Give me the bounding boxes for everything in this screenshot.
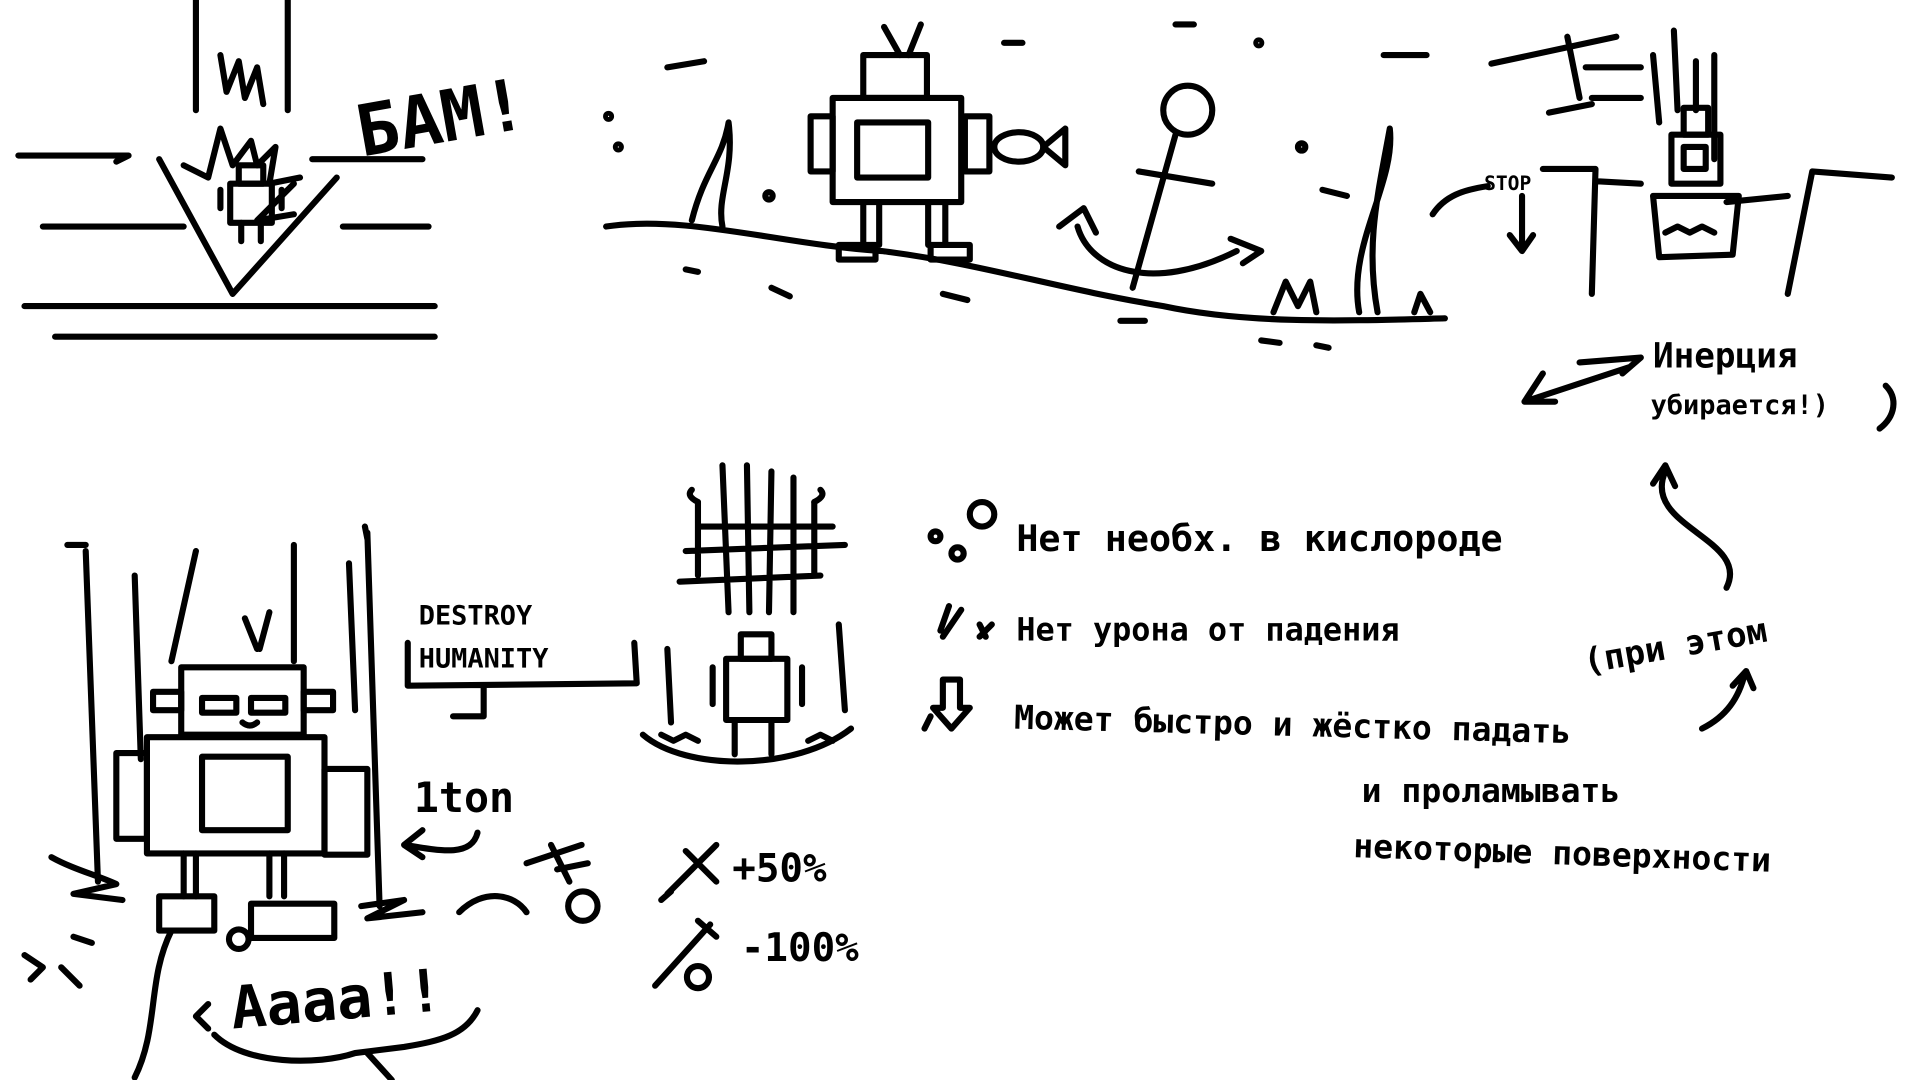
ability-1: Нет необх. в кислороде (1016, 517, 1502, 560)
inertia-line-2: убирается!) (1651, 390, 1829, 421)
shield-icon (652, 917, 720, 992)
impact-sound-text: БАМ! (350, 62, 533, 173)
fish-icon (991, 125, 1069, 169)
ability-3-continued-2: некоторые поверхности (1353, 826, 1772, 880)
sign-line-1: DESTROY (419, 600, 533, 631)
stop-label: STOP (1484, 172, 1531, 195)
seaweed (688, 119, 1434, 316)
scream-text: Аааа!! (228, 955, 445, 1042)
sign-line-2: HUMANITY (419, 643, 549, 674)
weight-arrow (401, 827, 481, 861)
destroy-humanity-sign: DESTROY HUMANITY (404, 600, 640, 720)
big-robot-scene: Аааа!! 1ton DESTROY HUMANITY (21, 523, 640, 1080)
double-arrow-icon (1521, 354, 1644, 405)
robot-underwater (807, 21, 993, 263)
attack-stat: +50% (732, 847, 827, 892)
abilities-list: Нет необх. в кислороде Нет урона от паде… (921, 498, 1772, 880)
ability-2: Нет урона от падения (1016, 610, 1399, 648)
broken-bone-icon (937, 603, 995, 640)
down-arrow-icon (921, 676, 973, 732)
weight-label: 1ton (414, 773, 514, 822)
impact-scene: БАМ! (15, 0, 533, 340)
sword-icon (658, 841, 720, 904)
broken-sword-icon (523, 841, 601, 924)
curved-arrow-up (1650, 462, 1733, 591)
side-note-arrow (1698, 667, 1757, 732)
ability-3: Может быстро и жёстко падать (1014, 698, 1572, 752)
stop-arrow (1429, 183, 1537, 255)
defense-stat: -100% (741, 926, 859, 971)
pit-scene: STOP Инерция убирается!) (1429, 27, 1897, 591)
robot-in-pit (1650, 104, 1742, 261)
falling-robot-scene: +50% -100% (639, 462, 859, 992)
bubbles-icon (927, 498, 998, 563)
inertia-line-1: Инерция (1653, 336, 1797, 376)
anchor-icon (1056, 82, 1265, 291)
small-robot (217, 162, 285, 245)
ability-3-continued-1: и проламывать (1362, 771, 1621, 810)
underwater-scene (603, 21, 1448, 351)
